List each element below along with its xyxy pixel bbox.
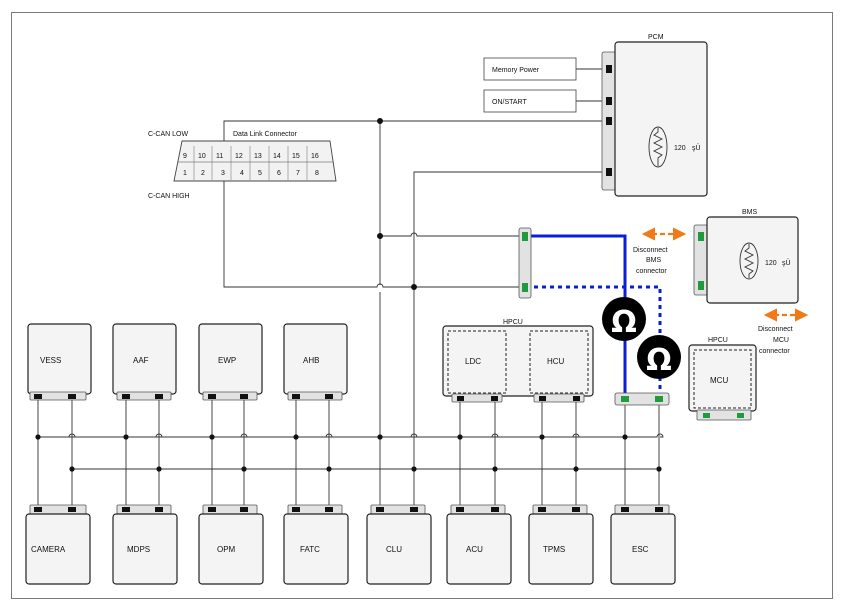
pcm-title: PCM [648,34,664,41]
ohm-meter-1: Ω [602,297,646,341]
can-low-label: C-CAN LOW [148,131,188,138]
svg-text:AAF: AAF [133,356,149,365]
resistor-icon [743,244,755,278]
bms-junction-connector [518,227,532,299]
svg-text:MDPS: MDPS [127,545,150,554]
wire-to-bms-upper [380,232,523,237]
wire-hcu-tpms [541,400,577,508]
svg-text:1: 1 [183,170,187,177]
svg-text:10: 10 [198,153,206,160]
wire-vess-camera [37,397,73,508]
top-row-modules: VESS AAF EWP AHB [27,323,348,401]
module-aaf: AAF [112,323,177,401]
diagram-frame [11,12,833,599]
svg-text:4: 4 [240,170,244,177]
svg-text:2: 2 [201,170,205,177]
svg-text:16: 16 [311,153,319,160]
ohm-icon: Ω [611,305,637,340]
svg-text:3: 3 [221,170,225,177]
svg-text:13: 13 [254,153,262,160]
mcu-label: MCU [710,376,728,385]
bms-resistance-unit: şÜ [782,259,791,267]
hpcu-top-title: HPCU [503,319,523,326]
svg-text:VESS: VESS [40,356,61,365]
svg-text:15: 15 [292,153,300,160]
svg-text:14: 14 [273,153,281,160]
module-opm: OPM [198,504,264,585]
bms-module: BMS 120 şÜ [693,209,799,304]
wire-ewp-opm [211,397,245,508]
wire-can-low-to-pcm [223,120,608,146]
module-vess: VESS [27,323,92,401]
input-on-start: ON/START [483,89,577,113]
disconnect-mcu-note: Disconnect MCU connector [758,308,809,355]
resistor-icon [652,128,664,166]
module-ewp: EWP [198,323,263,401]
svg-text:connector: connector [636,268,667,275]
svg-text:8: 8 [315,170,319,177]
hcu-label: HCU [547,357,565,366]
svg-text:Disconnect: Disconnect [758,326,793,333]
module-acu: ACU [446,504,512,585]
mcu-junction-connector [614,392,670,406]
pcm-resistance: 120 [674,145,686,152]
module-tpms: TPMS [528,504,594,585]
data-link-connector: C-CAN LOW Data Link Connector C-CAN HIGH… [148,131,337,200]
wire-ldc-acu [459,400,496,508]
disconnect-bms-note: Disconnect BMS connector [633,227,687,275]
svg-text:TPMS: TPMS [543,545,565,554]
svg-text:BMS: BMS [646,257,662,264]
module-camera: CAMERA [25,504,91,585]
on-start-label: ON/START [492,99,527,106]
bms-title: BMS [742,209,758,216]
hpcu-mcu-module: HPCU MCU [688,337,757,421]
ohm-icon: Ω [646,343,672,378]
dlc-pins: 9 10 11 12 13 14 15 16 1 2 3 4 5 6 7 8 [183,153,319,177]
svg-text:EWP: EWP [218,356,236,365]
wire-ahb-fatc [295,397,330,508]
svg-text:ACU: ACU [466,545,483,554]
svg-text:CLU: CLU [386,545,402,554]
pcm-module: PCM 120 şÜ [601,34,708,197]
svg-text:AHB: AHB [303,356,319,365]
svg-text:Disconnect: Disconnect [633,247,668,254]
svg-text:ESC: ESC [632,545,649,554]
input-memory-power: Memory Power [483,57,577,81]
svg-text:6: 6 [277,170,281,177]
module-clu: CLU [366,504,432,585]
svg-text:11: 11 [216,153,223,160]
svg-text:12: 12 [235,153,243,160]
hpcu-mcu-title: HPCU [708,337,728,344]
bottom-row-modules: CAMERA MDPS OPM FATC CLU [25,504,676,585]
svg-text:5: 5 [258,170,262,177]
svg-text:FATC: FATC [300,545,320,554]
wire-aaf-mdps [125,397,160,508]
can-high-label: C-CAN HIGH [148,193,190,200]
junction-dots [35,118,662,472]
wire-pcm-can-high [413,171,608,430]
wire-can-high-to-bms [223,168,523,288]
ldc-label: LDC [465,357,481,366]
pcm-resistance-unit: şÜ [692,144,701,152]
wire-mcu-junction-esc [624,400,660,508]
module-fatc: FATC [283,504,349,585]
module-esc: ESC [610,504,676,585]
module-mdps: MDPS [112,504,178,585]
can-line-solid [526,234,627,398]
dlc-title: Data Link Connector [233,131,297,138]
svg-text:7: 7 [296,170,300,177]
svg-text:connector: connector [759,348,790,355]
module-ahb: AHB [283,323,348,401]
svg-text:9: 9 [183,153,187,160]
memory-power-label: Memory Power [492,67,540,74]
ohm-meter-2: Ω [637,335,681,379]
svg-text:OPM: OPM [217,545,236,554]
svg-text:CAMERA: CAMERA [31,545,66,554]
svg-text:MCU: MCU [773,337,789,344]
hpcu-ldc-hcu-module: HPCU LDC HCU [442,319,594,403]
bms-resistance: 120 [765,260,777,267]
